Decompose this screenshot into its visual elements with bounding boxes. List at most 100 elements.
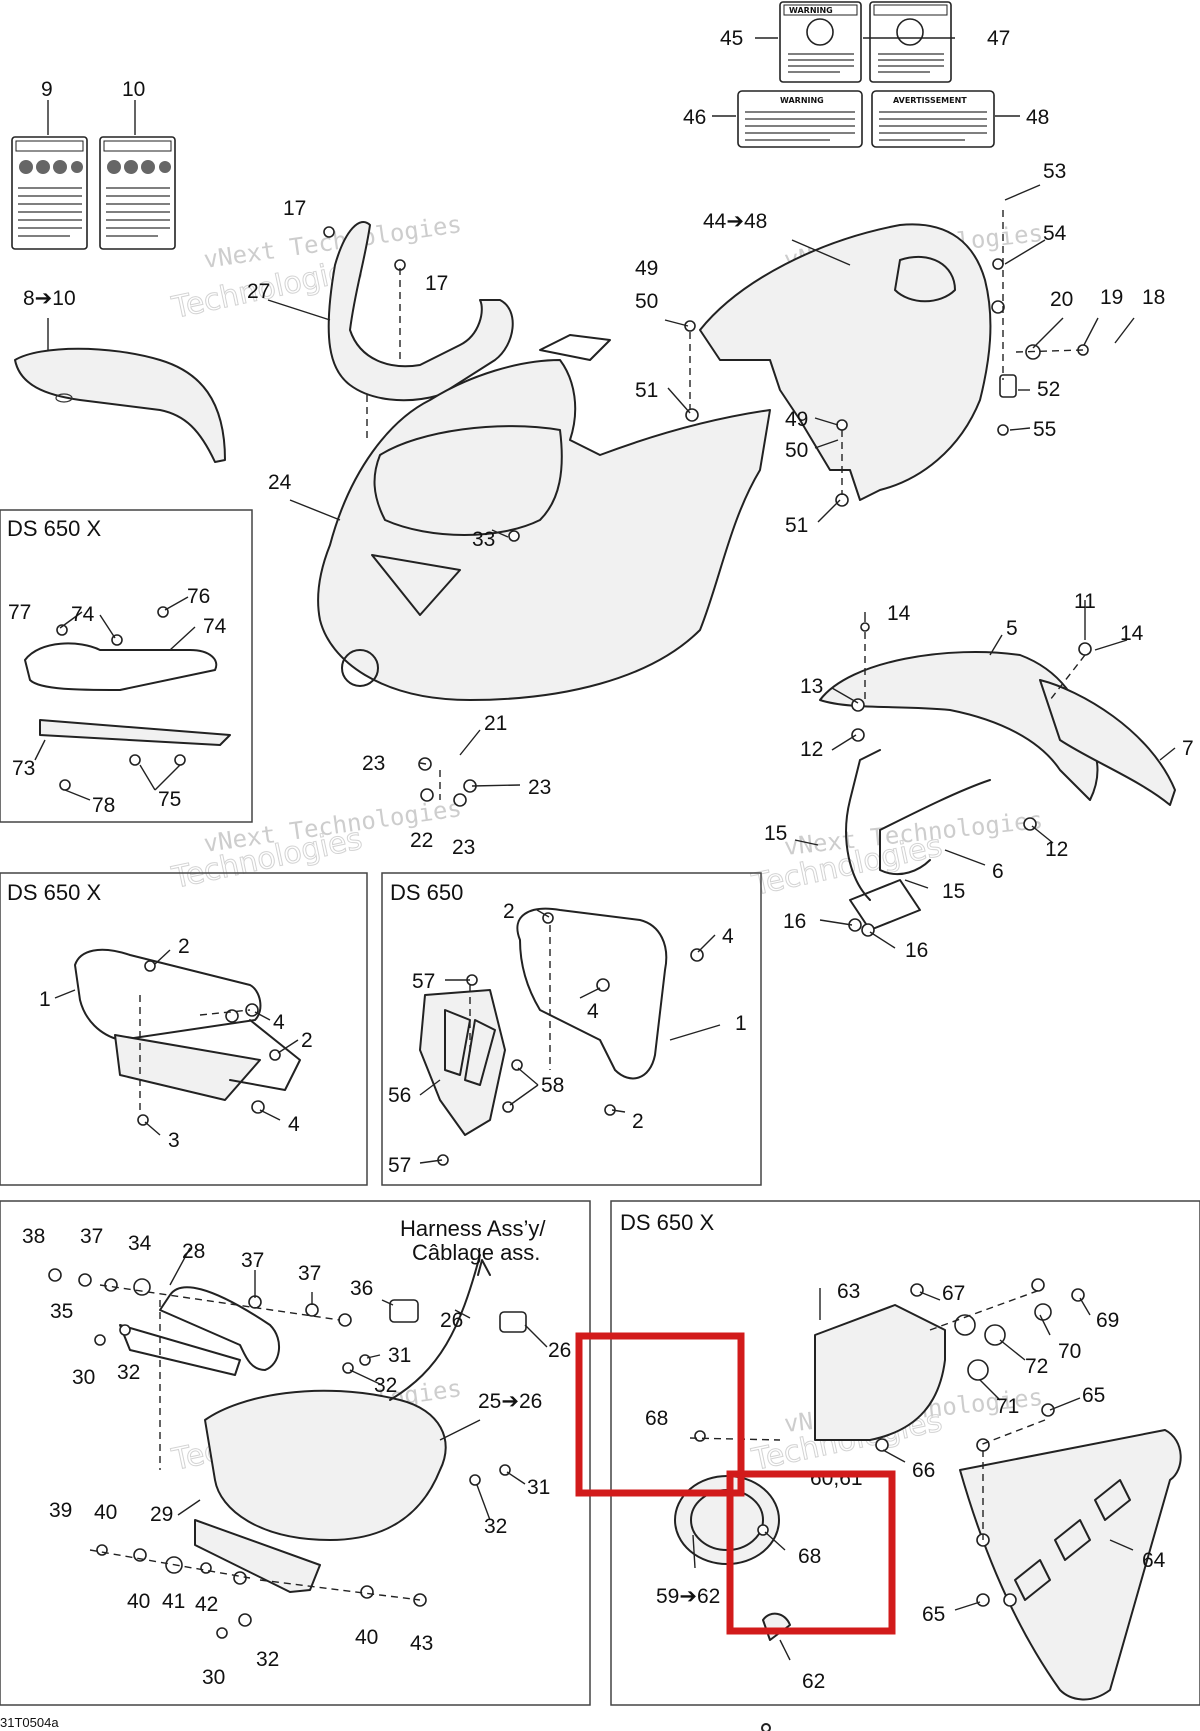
panel-rear-bumper: [0, 509, 253, 823]
callout-label: 23: [362, 752, 385, 775]
callout-label: 54: [1043, 222, 1067, 245]
callout-label: 27: [247, 280, 270, 303]
callout-label: 15: [764, 822, 787, 845]
callout-label: 8➔10: [23, 287, 76, 310]
callout-label: 75: [158, 788, 181, 811]
callout-label: 30: [202, 1666, 225, 1689]
rear-grab-bar: [845, 749, 991, 901]
callout-label: 67: [942, 1282, 965, 1305]
decal-46: WARNING: [737, 90, 863, 148]
callout-label: 2: [301, 1029, 313, 1052]
callout-label: 59➔62: [656, 1585, 720, 1608]
callout-label: 37: [80, 1225, 103, 1248]
headlight-housing: [204, 1389, 447, 1541]
callout-label: 46: [683, 106, 706, 129]
callout-label: 16: [905, 939, 928, 962]
callout-label: 19: [1100, 286, 1123, 309]
callout-label: 76: [187, 585, 210, 608]
callout-label: 48: [1026, 106, 1049, 129]
callout-label: 30: [72, 1366, 95, 1389]
assembly-lines: [89, 210, 1086, 1601]
panel-title: DS 650 X: [7, 516, 101, 541]
callout-label: 34: [128, 1232, 152, 1255]
svg-text:AVERTISSEMENT: AVERTISSEMENT: [893, 96, 967, 105]
callout-label: 65: [1082, 1384, 1105, 1407]
decal-9: [11, 136, 88, 250]
callout-label: 57: [388, 1154, 411, 1177]
callout-label: 68: [798, 1545, 821, 1568]
callout-label: 53: [1043, 160, 1066, 183]
callout-labels: 45 47 46 48 9 10 8➔10 17 17 27 24 33 44➔…: [8, 27, 1194, 1693]
callout-label: 9: [41, 78, 53, 101]
callout-label: 12: [800, 738, 823, 761]
callout-label: 49: [785, 408, 808, 431]
callout-label: 65: [922, 1603, 945, 1626]
tank-cover: [699, 223, 992, 501]
highlight-box-68-lower: [726, 1470, 896, 1635]
callout-label: 38: [22, 1225, 45, 1248]
callout-label: 26: [548, 1339, 571, 1362]
callout-label: 69: [1096, 1309, 1119, 1332]
panel-title: DS 650 X: [7, 880, 101, 905]
callout-label: 26: [440, 1309, 463, 1332]
callout-label: 32: [484, 1515, 507, 1538]
decal-45: WARNING: [779, 1, 862, 83]
panel-front-bumper-x: [0, 872, 368, 1186]
callout-label: 64: [1142, 1549, 1166, 1572]
callout-label: 4: [587, 1000, 599, 1023]
callout-label: 78: [92, 794, 115, 817]
callout-label: 32: [117, 1361, 140, 1384]
panel-title: DS 650: [390, 880, 463, 905]
callout-label: 55: [1033, 418, 1056, 441]
callout-label: 77: [8, 601, 31, 624]
callout-label: 50: [785, 439, 808, 462]
callout-label: 24: [268, 471, 292, 494]
highlight-box-68-upper: [575, 1332, 745, 1497]
callout-label: 3: [168, 1129, 180, 1152]
callout-label: 66: [912, 1459, 935, 1482]
svg-text:WARNING: WARNING: [789, 6, 833, 15]
callout-label: 25➔26: [478, 1390, 542, 1413]
callout-label: 2: [503, 900, 515, 923]
callout-label: 31: [527, 1476, 550, 1499]
callout-label: 28: [182, 1240, 205, 1263]
callout-label: 60,61: [810, 1467, 863, 1490]
callout-label: 62: [802, 1670, 825, 1693]
callout-label: 51: [785, 514, 808, 537]
callout-label: 14: [887, 602, 911, 625]
callout-label: 72: [1025, 1355, 1048, 1378]
callout-label: 63: [837, 1280, 860, 1303]
light-bracket: [814, 1304, 946, 1441]
callout-label: 31: [388, 1344, 411, 1367]
callout-label: 14: [1120, 622, 1144, 645]
callout-label: 74: [71, 603, 95, 626]
lower-bracket: [194, 1519, 321, 1593]
callout-label: 73: [12, 757, 35, 780]
callout-label: 29: [150, 1503, 173, 1526]
callout-label: 16: [783, 910, 806, 933]
callout-label: 15: [942, 880, 965, 903]
callout-label: 40: [94, 1501, 117, 1524]
panel-harness-headlight-housing: [0, 1200, 591, 1706]
callout-label: 35: [50, 1300, 73, 1323]
callout-label: 37: [241, 1249, 264, 1272]
callout-label: 33: [472, 528, 495, 551]
front-fascia: [317, 359, 771, 701]
callout-label: 51: [635, 379, 658, 402]
callout-label: 22: [410, 829, 433, 852]
harness-note-line1: Harness Ass’y/: [400, 1216, 546, 1241]
panel-front-bumper: [381, 872, 762, 1186]
callout-label: 71: [996, 1395, 1019, 1418]
callout-label: 11: [1074, 590, 1096, 613]
front-handle: [327, 220, 514, 402]
skid-guard-64: [959, 1429, 1182, 1701]
callout-label: 70: [1058, 1340, 1081, 1363]
callout-label: 4: [722, 925, 734, 948]
panel-title: DS 650 X: [620, 1210, 714, 1235]
callout-label: 23: [452, 836, 475, 859]
callout-label: 21: [484, 712, 507, 735]
callout-label: 56: [388, 1084, 411, 1107]
callout-label: 40: [355, 1626, 378, 1649]
bulb-62: [762, 1612, 791, 1641]
